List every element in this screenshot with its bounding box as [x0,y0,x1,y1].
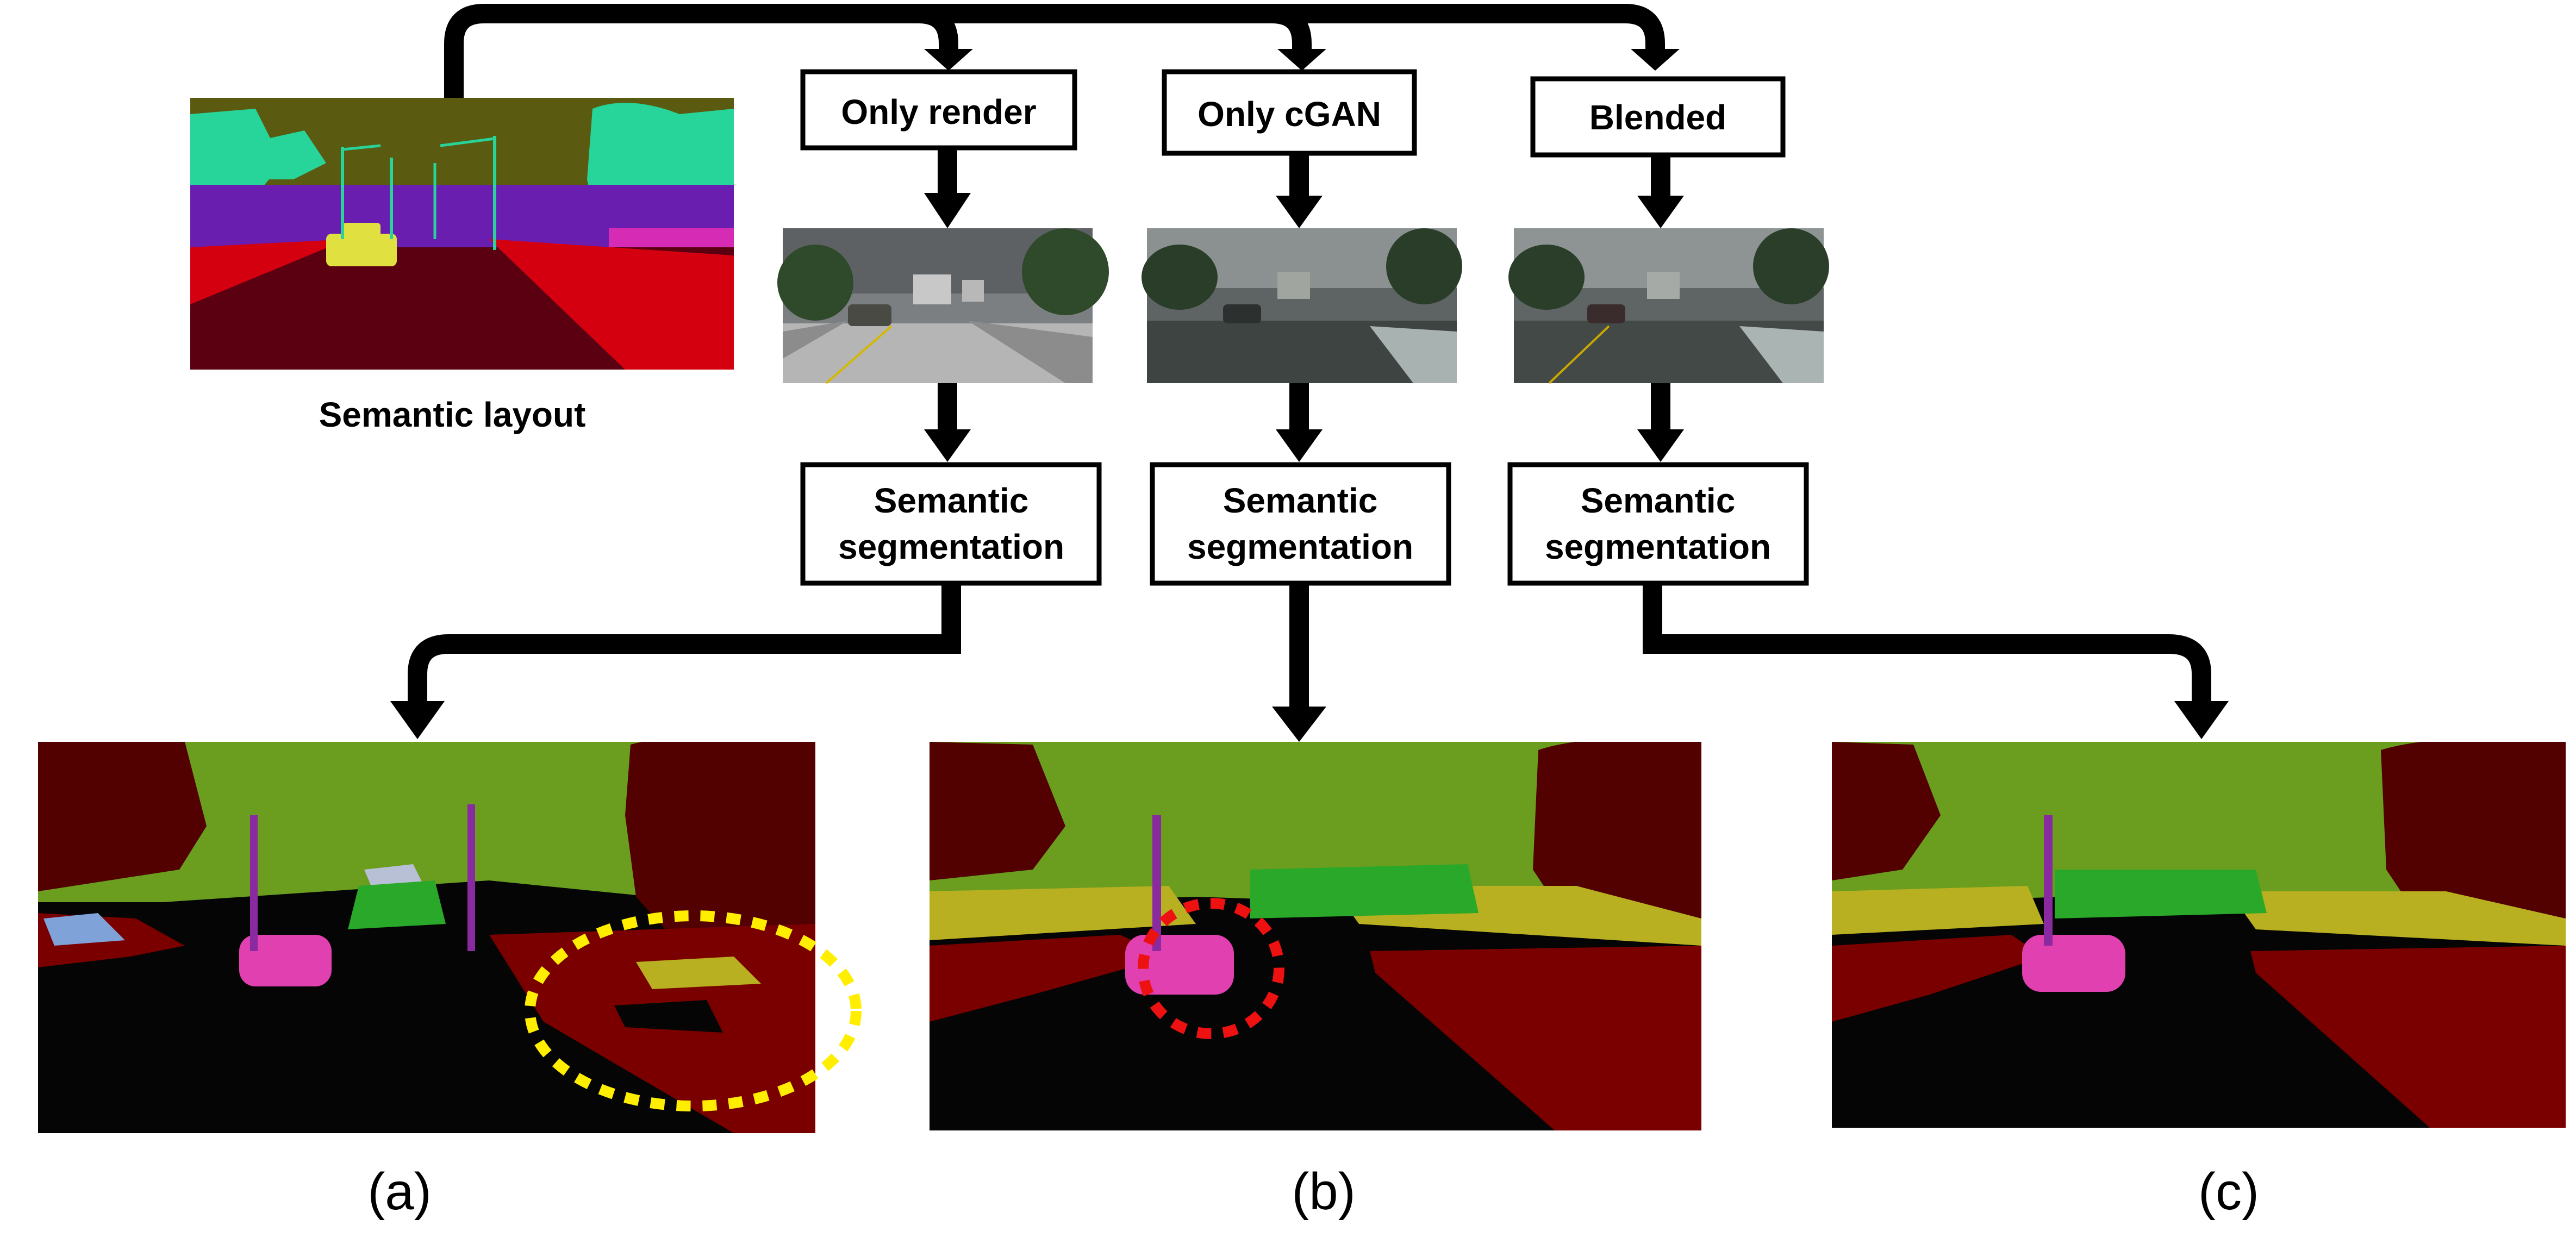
cgan-output-image [1142,228,1462,383]
arrow-head-blended [1631,49,1680,71]
method-label-blended: Blended [1589,98,1726,137]
distribution-connector [444,4,1665,98]
arrow-head-cgan [1277,49,1326,71]
seg-label-render-line1: Semantic [874,481,1029,520]
seg-label-cgan-line1: Semantic [1223,481,1378,520]
output-panel-b [930,742,1701,1130]
panel-label-b: (b) [1292,1163,1355,1221]
seg-label-render-line2: segmentation [838,527,1064,566]
arrow-head-render [924,49,973,71]
method-box-cgan: Only cGAN [1162,69,1417,156]
method-label-render: Only render [841,92,1036,132]
method-box-render: Only render [800,69,1077,151]
semantic-layout-caption: Semantic layout [319,395,586,434]
segmentation-box-cgan: Semantic segmentation [1150,462,1451,586]
seg-to-panel-arrow-heads [390,583,2229,742]
method-to-image-arrows [924,148,1684,228]
panel-label-c: (c) [2198,1163,2259,1221]
seg-to-panel-connectors [408,583,2211,701]
method-box-blended: Blended [1530,76,1786,158]
blended-output-image [1508,228,1829,384]
semantic-layout-image [190,98,734,370]
panel-label-a: (a) [367,1163,431,1221]
highlight-ellipse-a [525,910,862,1111]
highlight-ellipse-b [1138,898,1284,1039]
output-panel-a [38,742,815,1133]
output-panel-c [1832,742,2566,1128]
segmentation-box-render: Semantic segmentation [800,462,1102,586]
seg-label-blended-line2: segmentation [1545,527,1771,566]
image-to-seg-arrows [924,383,1684,462]
seg-label-blended-line1: Semantic [1581,481,1736,520]
method-label-cgan: Only cGAN [1197,95,1381,134]
segmentation-box-blended: Semantic segmentation [1507,462,1809,586]
seg-label-cgan-line2: segmentation [1187,527,1413,566]
render-output-image [777,228,1109,384]
